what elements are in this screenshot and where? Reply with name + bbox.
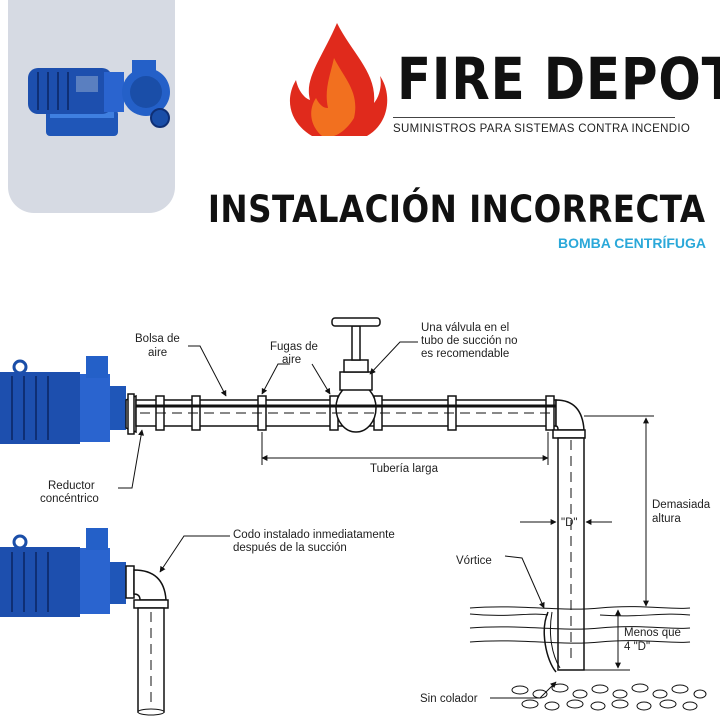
label-elbow: Codo instalado inmediatamente (233, 529, 395, 541)
page-subtitle: BOMBA CENTRÍFUGA (557, 235, 706, 251)
label-air-pocket: aire (148, 347, 167, 359)
product-photo-card (8, 0, 175, 213)
label-too-high: altura (652, 513, 681, 525)
label-air-leaks: aire (282, 354, 301, 366)
flame-icon (289, 23, 388, 136)
label-concentric-reducer: concéntrico (40, 493, 99, 505)
label-diameter: "D" (561, 517, 577, 529)
label-valve-warning: Una válvula en el (421, 322, 509, 334)
label-vortex: Vórtice (456, 555, 492, 567)
brand-tagline: SUMINISTROS PARA SISTEMAS CONTRA INCENDI… (393, 123, 691, 135)
label-concentric-reducer: Reductor (48, 480, 95, 492)
pump-icon (28, 60, 170, 136)
bottom-pump-icon (0, 528, 126, 617)
label-valve-warning: es recomendable (421, 348, 509, 360)
installation-diagram: Bolsa de aire Fugas de aire Una válvula … (0, 317, 711, 716)
label-elbow: después de la succión (233, 542, 347, 554)
label-long-pipe: Tubería larga (370, 463, 439, 475)
tagline-divider (393, 117, 675, 118)
label-air-leaks: Fugas de (270, 341, 318, 353)
label-no-strainer: Sin colador (420, 693, 478, 705)
label-less-than-4d: 4 "D" (624, 641, 650, 653)
top-pump-icon (0, 356, 126, 444)
label-too-high: Demasiada (652, 499, 711, 511)
label-less-than-4d: Menos que (624, 627, 681, 639)
brand-name: FIRE DEPOT (397, 45, 720, 113)
label-air-pocket: Bolsa de (135, 333, 180, 345)
page-title: INSTALACIÓN INCORRECTA (208, 188, 706, 231)
label-valve-warning: tubo de succión no (421, 335, 518, 347)
